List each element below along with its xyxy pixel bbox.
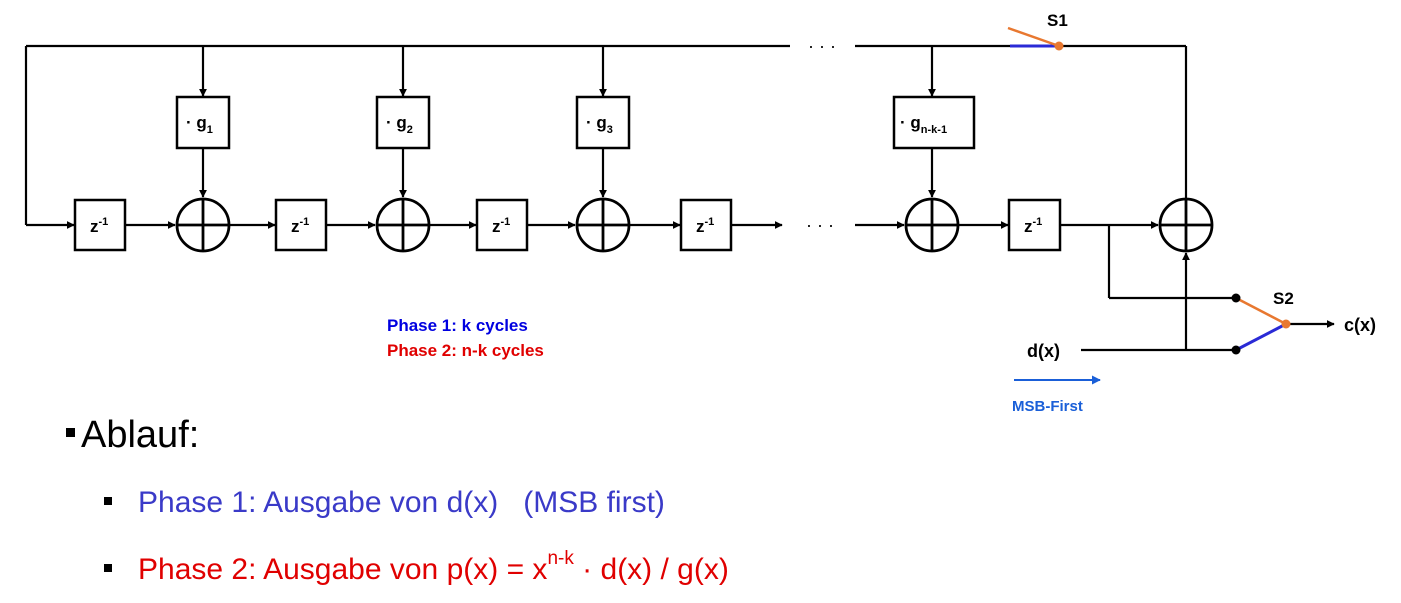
xor-adders xyxy=(175,197,1214,253)
xor-adder-output xyxy=(1158,197,1214,253)
svg-text:S1: S1 xyxy=(1047,11,1068,30)
gain-taps xyxy=(199,46,936,198)
output-label: c(x) xyxy=(1344,315,1376,335)
phase1-label: Phase 1: k cycles xyxy=(387,316,528,335)
svg-text:MSB-First: MSB-First xyxy=(1012,398,1083,415)
gain-block-g2: · g2 xyxy=(375,95,431,150)
delay-register-5: z-1 xyxy=(1007,198,1062,252)
input-label: d(x) xyxy=(1027,341,1060,361)
svg-text:z-1: z-1 xyxy=(696,216,714,236)
switch-s1: S1 xyxy=(1007,11,1068,51)
svg-text:· g3: · g3 xyxy=(586,113,613,136)
xor-adder-2 xyxy=(375,197,431,253)
gain-block-gnk1: · gn-k-1 xyxy=(892,95,976,150)
output-wiring xyxy=(1081,225,1335,352)
delay-register-4: z-1 xyxy=(679,198,733,252)
middle-ellipsis: · · · xyxy=(806,215,834,235)
xor-adder-4 xyxy=(904,197,960,253)
svg-text:z-1: z-1 xyxy=(1024,216,1042,236)
top-ellipsis: · · · xyxy=(808,36,836,56)
svg-text:z-1: z-1 xyxy=(90,216,108,236)
delay-register-2: z-1 xyxy=(274,198,328,252)
delay-register-3: z-1 xyxy=(475,198,529,252)
xor-adder-3 xyxy=(575,197,631,253)
phase2-label: Phase 2: n-k cycles xyxy=(387,341,544,360)
svg-text:· g1: · g1 xyxy=(186,113,213,136)
feedback-bus xyxy=(24,44,1188,229)
svg-text:S2: S2 xyxy=(1273,289,1294,308)
svg-text:z-1: z-1 xyxy=(492,216,510,236)
svg-text:· g2: · g2 xyxy=(386,113,413,136)
svg-text:z-1: z-1 xyxy=(291,216,309,236)
xor-adder-1 xyxy=(175,197,231,253)
switch-s2: S2 xyxy=(1231,289,1294,355)
svg-text:· gn-k-1: · gn-k-1 xyxy=(900,113,947,136)
gain-block-g1: · g1 xyxy=(175,95,231,150)
delay-register-1: z-1 xyxy=(73,198,127,252)
msb-first-indicator: MSB-First xyxy=(1012,375,1101,415)
gain-block-g3: · g3 xyxy=(575,95,631,150)
